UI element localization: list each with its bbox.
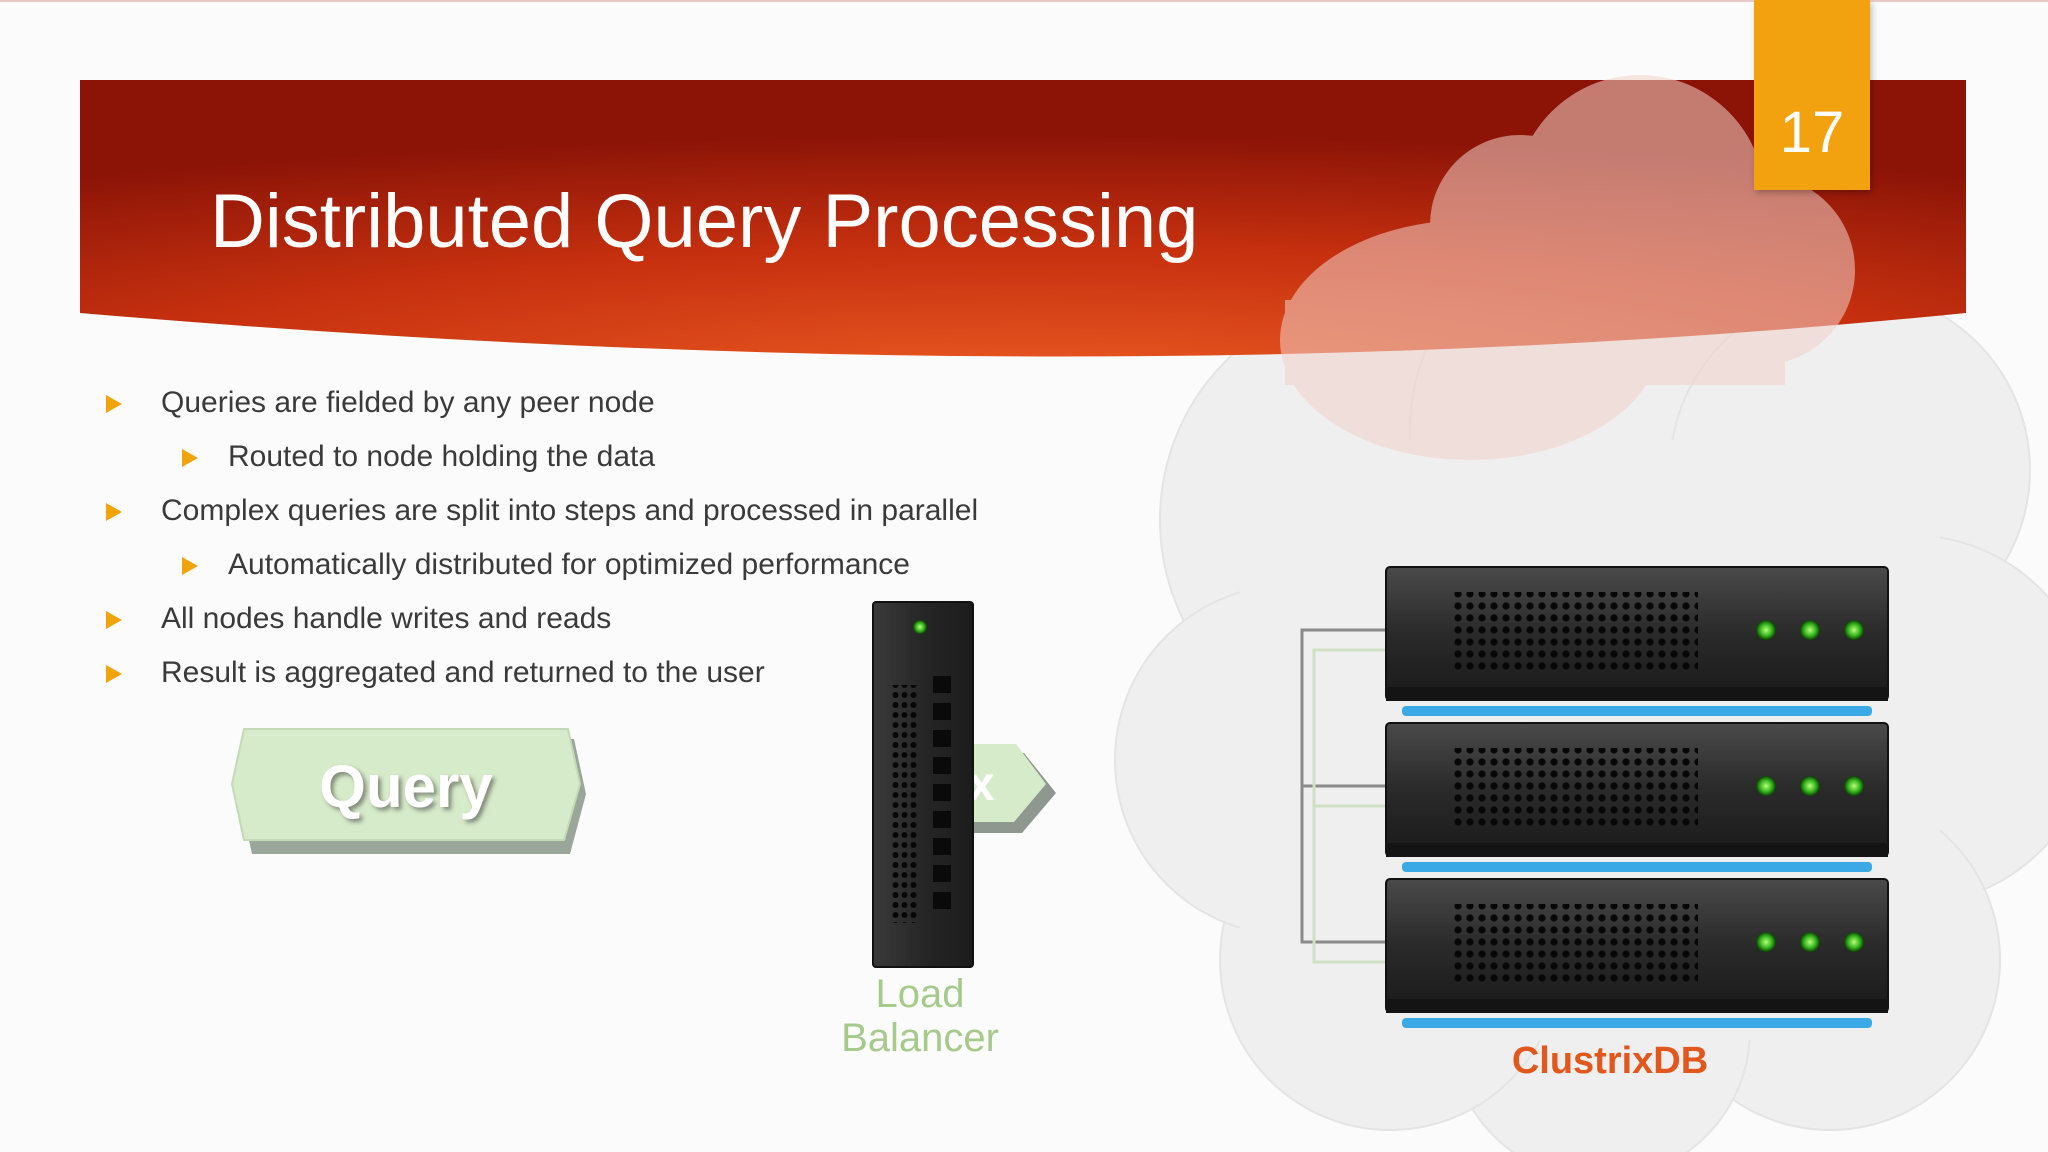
bullet-arrow-icon (182, 449, 198, 467)
bullet-arrow-icon (106, 611, 122, 629)
sub-bullet-item: Routed to node holding the data (104, 434, 1104, 488)
bullet-text: All nodes handle writes and reads (161, 602, 612, 635)
load-balancer-label-line2: Balancer (841, 1016, 999, 1060)
bullet-text: Result is aggregated and returned to the… (161, 656, 765, 689)
load-balancer-icon (872, 601, 974, 968)
bullet-arrow-icon (106, 665, 122, 683)
bullet-item: All nodes handle writes and reads (104, 596, 1104, 650)
banner-cloud-icon (1280, 75, 1855, 460)
bullet-list: Queries are fielded by any peer node Rou… (104, 380, 1104, 704)
server-icon (1385, 566, 1889, 716)
bullet-item: Complex queries are split into steps and… (104, 488, 1104, 542)
load-balancer-label-line1: Load (875, 972, 965, 1016)
bullet-arrow-icon (106, 503, 122, 521)
bullet-arrow-icon (106, 395, 122, 413)
bullet-item: Result is aggregated and returned to the… (104, 650, 1104, 704)
query-arrow-icon (230, 728, 586, 854)
bullet-arrow-icon (182, 557, 198, 575)
server-icon (1385, 878, 1889, 1028)
bullet-text: Complex queries are split into steps and… (161, 494, 979, 527)
server-icon (1385, 722, 1889, 872)
load-balancer-label: Load Balancer (820, 972, 1020, 1060)
bullet-item: Queries are fielded by any peer node (104, 380, 1104, 434)
sub-bullet-item: Automatically distributed for optimized … (104, 542, 1104, 596)
bullet-text: Queries are fielded by any peer node (161, 386, 655, 419)
query-label: Query (319, 753, 493, 820)
slide-number-badge: 17 (1754, 0, 1870, 190)
slide-title: Distributed Query Processing (210, 179, 1199, 264)
slide-number: 17 (1779, 100, 1845, 165)
partial-arrow-icon: x (960, 744, 1056, 833)
bullet-text: Automatically distributed for optimized … (228, 548, 910, 581)
bullet-text: Routed to node holding the data (228, 440, 656, 473)
cluster-label: ClustrixDB (1511, 1040, 1709, 1082)
top-border (0, 0, 2048, 2)
server-connectors (1300, 628, 1390, 944)
